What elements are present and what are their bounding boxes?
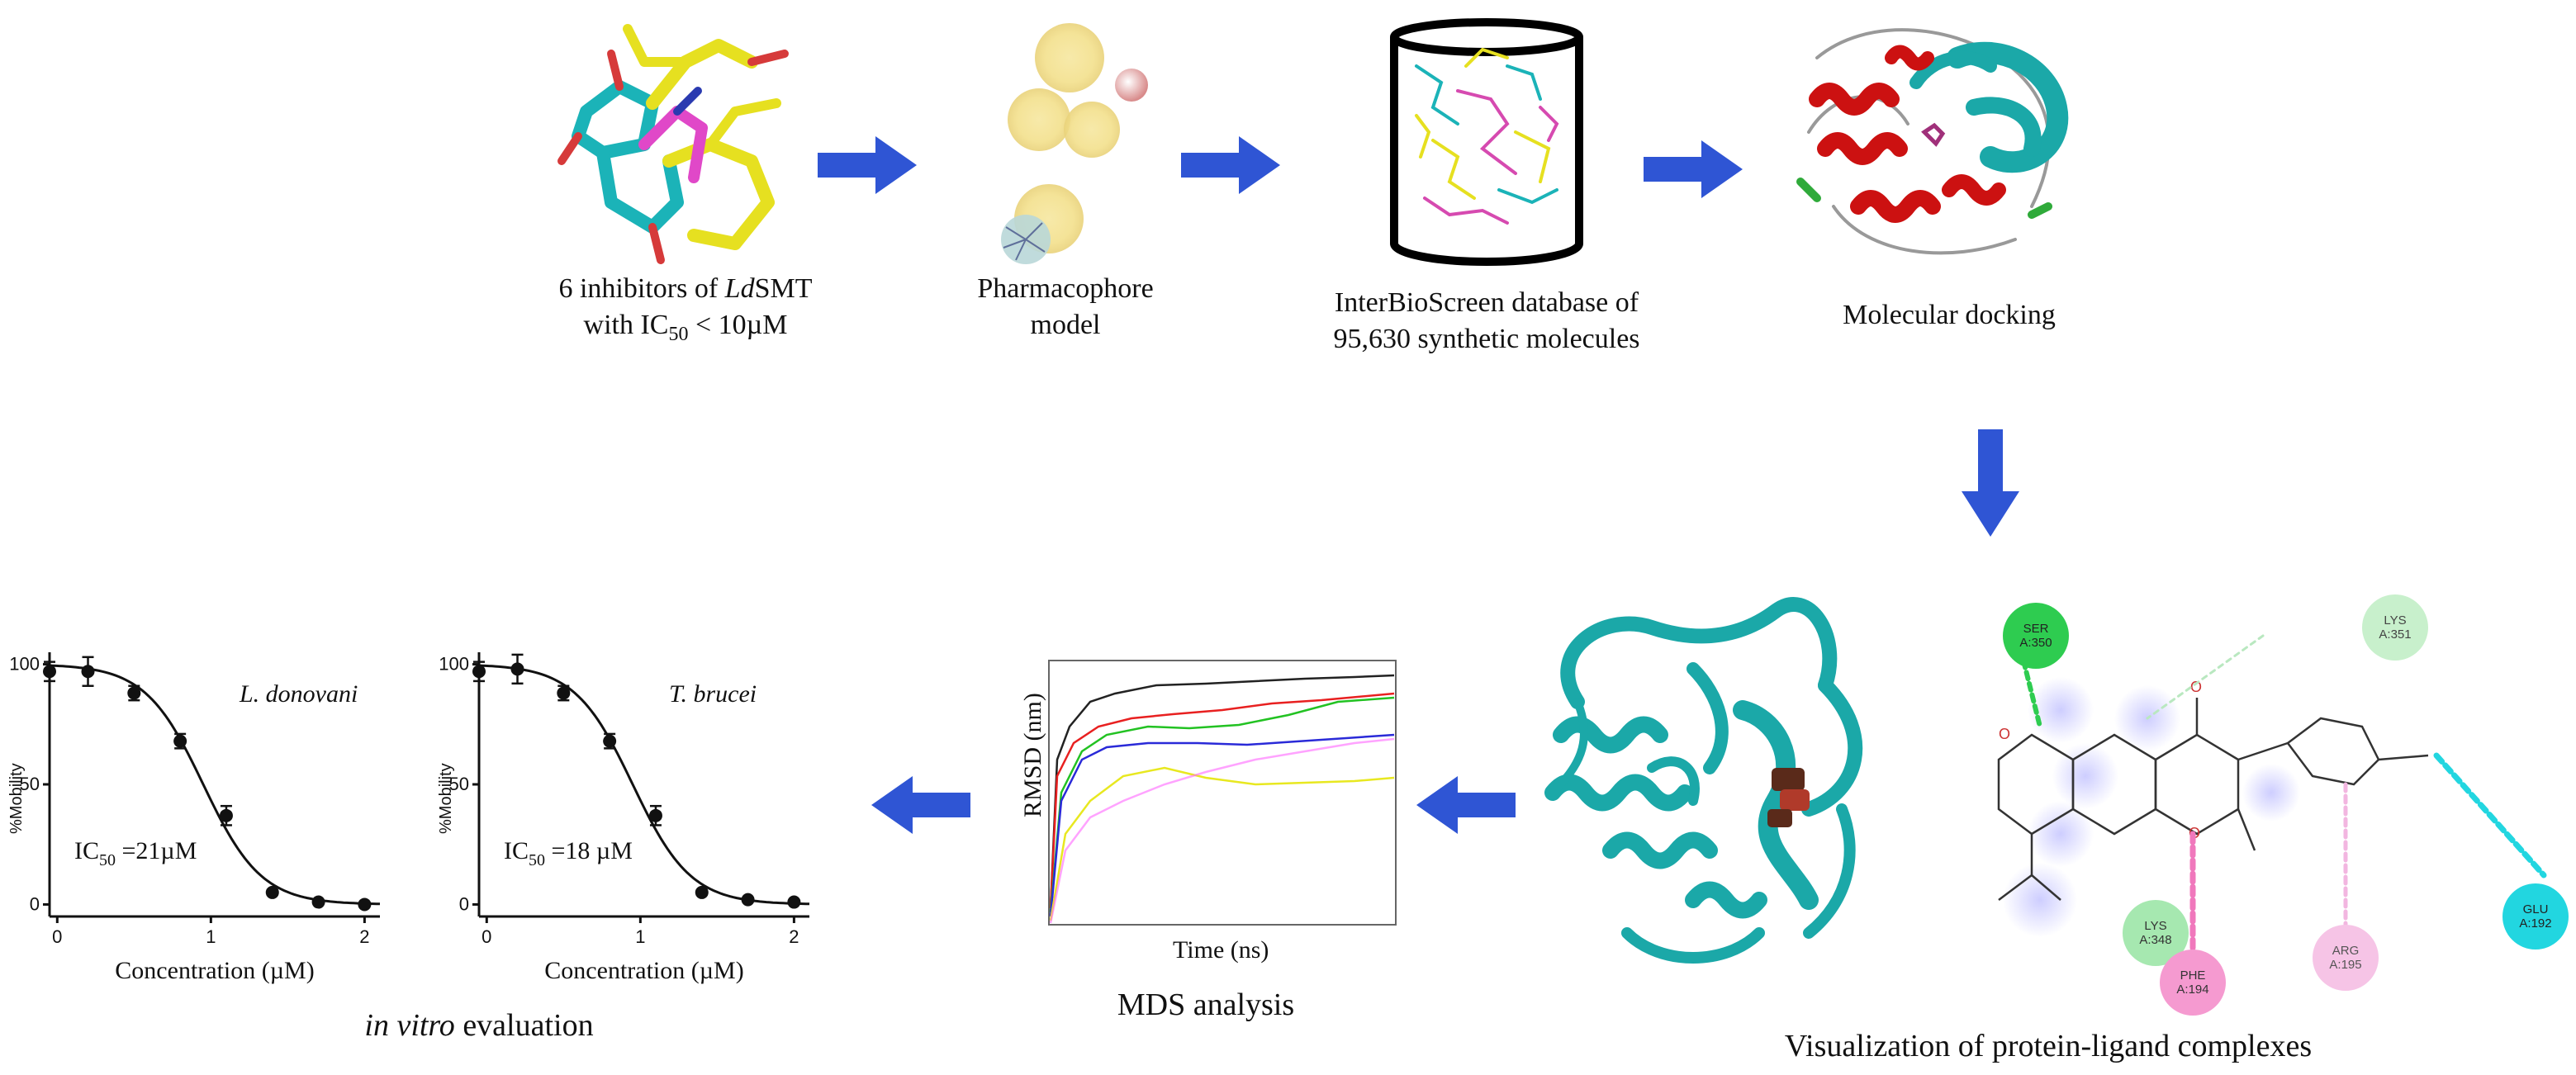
- svg-text:O: O: [2190, 679, 2202, 695]
- svg-text:O: O: [1999, 726, 2010, 742]
- x-axis-label: Concentration (µM): [115, 957, 314, 984]
- ligand-interaction-2d-diagram: OOO: [1997, 625, 2547, 953]
- x-tick-label: 1: [206, 926, 216, 947]
- pharmacophore-caption-line2: model: [1030, 310, 1101, 340]
- pharmacophore-model-image: [1001, 23, 1148, 264]
- residue-code: LYS: [2384, 613, 2407, 627]
- data-point: [648, 808, 662, 822]
- flow-arrow-right-3: [1644, 140, 1743, 198]
- flow-arrow-right-1: [818, 136, 917, 194]
- chart-title: T. brucei: [669, 680, 757, 708]
- mds-rmsd-plot: RMSD (nm) Time (ns): [1019, 660, 1397, 964]
- pharmacophore-caption-line1: Pharmacophore: [977, 273, 1154, 304]
- x-tick-label: 2: [789, 926, 799, 947]
- data-point: [265, 885, 279, 899]
- mds-xlabel: Time (ns): [1173, 936, 1269, 964]
- data-point: [358, 897, 372, 912]
- y-tick-label: 0: [30, 893, 40, 914]
- database-caption: InterBioScreen database of 95,630 synthe…: [1288, 285, 1685, 358]
- database-cylinder-icon: [1390, 18, 1583, 266]
- inhibitor-overlay-structure: [557, 24, 789, 264]
- flow-arrow-down: [1962, 429, 2019, 537]
- pharmacophore-caption: Pharmacophore model: [950, 271, 1181, 343]
- database-caption-line2: 95,630 synthetic molecules: [1333, 324, 1640, 354]
- flow-arrow-right-2: [1181, 136, 1280, 194]
- data-point: [510, 662, 524, 676]
- chart-title: L. donovani: [239, 680, 358, 708]
- database-caption-line1: InterBioScreen database of: [1334, 287, 1639, 318]
- data-point: [695, 885, 709, 899]
- y-axis-label: %Mobility: [437, 763, 455, 834]
- residue-code: PHE: [2180, 968, 2206, 983]
- data-point: [557, 686, 571, 700]
- data-point: [81, 665, 95, 679]
- docking-caption: Molecular docking: [1843, 300, 2056, 330]
- mds-caption: MDS analysis: [1117, 987, 1295, 1022]
- data-point: [43, 665, 56, 679]
- inhibitors-caption-italic: Ld: [724, 273, 755, 304]
- invitro-caption: in vitro evaluation: [314, 1007, 644, 1044]
- data-point: [787, 895, 801, 909]
- data-point: [741, 893, 755, 907]
- residue-id: A:192: [2519, 916, 2552, 931]
- data-point: [311, 895, 325, 909]
- y-tick-label: 100: [9, 654, 40, 675]
- invitro-caption-italic: in vitro: [364, 1008, 455, 1043]
- y-tick-label: 50: [449, 774, 469, 794]
- residue-id: A:351: [2379, 627, 2412, 642]
- y-axis-label: %Mobility: [7, 763, 26, 834]
- residue-code: SER: [2023, 622, 2049, 636]
- residue-id: A:194: [2176, 983, 2209, 997]
- mds-plot-frame: [1048, 660, 1397, 926]
- inhibitors-caption-subscript: 50: [668, 323, 689, 345]
- data-point: [127, 686, 141, 700]
- x-tick-label: 1: [635, 926, 645, 947]
- visualization-caption: Visualization of protein-ligand complexe…: [1784, 1029, 2313, 1063]
- invitro-caption-text: evaluation: [454, 1008, 594, 1043]
- inhibitors-caption-line2: with IC: [583, 310, 669, 340]
- data-point: [219, 808, 233, 822]
- residue-code: ARG: [2332, 944, 2360, 958]
- y-tick-label: 50: [20, 774, 40, 794]
- data-point: [472, 665, 486, 679]
- flow-arrow-left-2: [871, 776, 970, 834]
- inhibitors-caption: 6 inhibitors of LdSMT with IC50 < 10µM: [496, 271, 875, 353]
- x-tick-label: 2: [359, 926, 369, 947]
- inhibitors-caption-suffix: SMT: [754, 273, 813, 304]
- residue-id: A:350: [2019, 636, 2052, 650]
- y-tick-label: 100: [439, 654, 469, 675]
- flow-arrow-left-1: [1416, 776, 1516, 834]
- residue-code: GLU: [2522, 902, 2549, 916]
- residue-id: A:195: [2329, 958, 2362, 972]
- ic50-annotation: IC50 =21µM: [74, 837, 197, 869]
- residue-code: LYS: [2144, 919, 2167, 933]
- x-tick-label: 0: [52, 926, 62, 947]
- inhibitors-caption-threshold: < 10µM: [688, 310, 788, 340]
- protein-ligand-complex-3d: [1544, 597, 1863, 964]
- inhibitors-caption-line1: 6 inhibitors of: [558, 273, 725, 304]
- data-point: [173, 734, 187, 748]
- docking-protein-structure: [1796, 28, 2069, 255]
- data-point: [603, 734, 617, 748]
- x-axis-label: Concentration (µM): [544, 957, 743, 984]
- dose-response-chart-t-brucei: 0 50 100 0 1 2 T. brucei %MobilityConcentration…: [437, 652, 810, 984]
- mds-ylabel: RMSD (nm): [1019, 693, 1046, 817]
- ic50-annotation: IC50 =18 µM: [504, 837, 633, 869]
- x-tick-label: 0: [482, 926, 491, 947]
- residue-id: A:348: [2139, 933, 2172, 947]
- dose-response-chart-l-donovani: 0 50 100 0 1 2 L. donovani %MobilityConcentrati…: [7, 652, 381, 984]
- y-tick-label: 0: [459, 893, 469, 914]
